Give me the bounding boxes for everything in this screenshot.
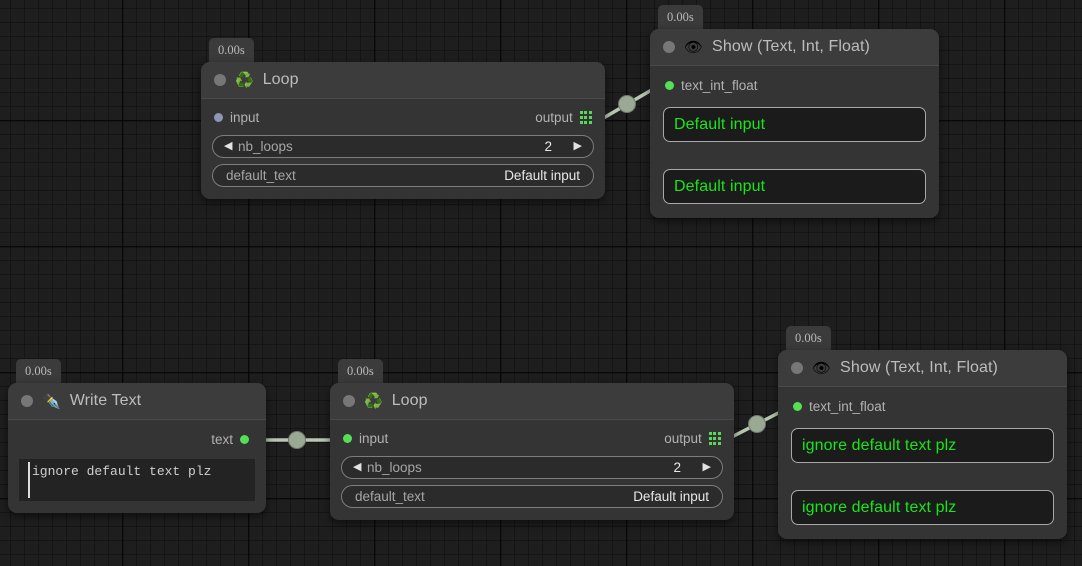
node-title: Loop xyxy=(262,71,299,88)
collapse-dot[interactable] xyxy=(791,362,803,374)
port-label: text_int_float xyxy=(681,78,758,93)
widget-value[interactable]: Default input xyxy=(504,168,580,183)
widget-default-text[interactable]: default_text Default input xyxy=(212,164,594,187)
node-body[interactable]: ♻️ Loop input output ◀ nb_loops xyxy=(201,62,605,199)
collapse-dot[interactable] xyxy=(343,395,355,407)
input-port-text-int-float[interactable]: text_int_float xyxy=(793,399,886,414)
port-label: output xyxy=(535,110,573,125)
wire-handle-2 xyxy=(288,431,306,449)
node-timer-badge: 0.00s xyxy=(658,5,703,31)
text-cursor xyxy=(28,462,30,498)
node-content: input output ◀ nb_loops 2 ▶ default_text xyxy=(330,420,734,520)
node-timer-badge: 0.00s xyxy=(209,38,254,64)
wire-handle-3 xyxy=(748,415,766,433)
input-port-input[interactable]: input xyxy=(343,431,388,446)
chevron-right-icon[interactable]: ▶ xyxy=(702,461,711,473)
eye-icon: 👁 xyxy=(684,38,704,56)
input-port-text-int-float[interactable]: text_int_float xyxy=(665,78,758,93)
node-header[interactable]: 👁 Show (Text, Int, Float) xyxy=(778,350,1067,387)
widget-label: default_text xyxy=(226,168,296,183)
collapse-dot[interactable] xyxy=(21,395,33,407)
collapse-dot[interactable] xyxy=(663,41,675,53)
port-row: text_int_float xyxy=(663,76,926,97)
port-dot-icon[interactable] xyxy=(240,435,249,444)
node-title: Show (Text, Int, Float) xyxy=(840,359,998,376)
widget-nb-loops-stepper[interactable]: ◀ nb_loops 2 ▶ xyxy=(341,456,723,479)
widget-label: nb_loops xyxy=(238,139,293,154)
node-content: input output ◀ nb_loops 2 ▶ default_text xyxy=(201,99,605,199)
output-port-output[interactable]: output xyxy=(535,110,592,125)
widget-label: nb_loops xyxy=(367,460,422,475)
display-box: ignore default text plz xyxy=(791,428,1054,463)
fountain-pen-icon: ✒️ xyxy=(42,392,61,410)
port-dot-icon[interactable] xyxy=(343,434,352,443)
node-title: Loop xyxy=(391,392,428,409)
output-port-text[interactable]: text xyxy=(211,432,249,447)
port-row: text_int_float xyxy=(791,397,1054,418)
port-dot-icon[interactable] xyxy=(214,113,223,122)
collapse-dot[interactable] xyxy=(214,74,226,86)
output-port-output[interactable]: output xyxy=(664,431,721,446)
node-header[interactable]: ♻️ Loop xyxy=(330,383,734,420)
display-value: ignore default text plz xyxy=(802,498,957,516)
display-box: Default input xyxy=(663,107,926,142)
node-body[interactable]: ✒️ Write Text text ignore default text p… xyxy=(8,383,266,513)
node-content: text_int_float ignore default text plz i… xyxy=(778,387,1067,539)
node-content: text_int_float Default input Default inp… xyxy=(650,66,939,218)
node-header[interactable]: ♻️ Loop xyxy=(201,62,605,99)
port-dot-icon[interactable] xyxy=(793,402,802,411)
grid-icon[interactable] xyxy=(708,432,721,445)
display-value: Default input xyxy=(674,115,766,133)
node-content: text ignore default text plz xyxy=(8,420,266,513)
recycle-icon: ♻️ xyxy=(364,392,383,410)
port-label: text_int_float xyxy=(809,399,886,414)
port-label: input xyxy=(359,431,389,446)
display-box: ignore default text plz xyxy=(791,490,1054,525)
node-header[interactable]: 👁 Show (Text, Int, Float) xyxy=(650,29,939,66)
wire-loop1-to-show1 xyxy=(598,86,657,122)
port-row: text xyxy=(19,428,255,450)
text-editor-field[interactable]: ignore default text plz xyxy=(19,459,255,501)
node-body[interactable]: 👁 Show (Text, Int, Float) text_int_float… xyxy=(650,29,939,218)
node-title: Write Text xyxy=(69,392,142,409)
display-value: ignore default text plz xyxy=(802,436,957,454)
node-header[interactable]: ✒️ Write Text xyxy=(8,383,266,420)
recycle-icon: ♻️ xyxy=(235,71,254,89)
widget-label: default_text xyxy=(355,489,425,504)
node-timer-badge: 0.00s xyxy=(16,359,61,385)
display-box: Default input xyxy=(663,169,926,204)
widget-value[interactable]: 2 xyxy=(544,139,552,154)
eye-icon: 👁 xyxy=(812,359,832,377)
widget-nb-loops-stepper[interactable]: ◀ nb_loops 2 ▶ xyxy=(212,135,594,158)
chevron-left-icon[interactable]: ◀ xyxy=(353,461,362,473)
input-port-input[interactable]: input xyxy=(214,110,259,125)
node-body[interactable]: ♻️ Loop input output ◀ nb_loops xyxy=(330,383,734,520)
port-row: input output xyxy=(341,429,723,450)
grid-icon[interactable] xyxy=(579,111,592,124)
wire-handle-1 xyxy=(618,95,636,113)
port-label: input xyxy=(230,110,260,125)
port-label: output xyxy=(664,431,702,446)
widget-value[interactable]: Default input xyxy=(633,489,709,504)
node-body[interactable]: 👁 Show (Text, Int, Float) text_int_float… xyxy=(778,350,1067,539)
node-title: Show (Text, Int, Float) xyxy=(712,38,870,55)
widget-value[interactable]: 2 xyxy=(673,460,681,475)
text-editor-value[interactable]: ignore default text plz xyxy=(32,464,212,479)
port-dot-icon[interactable] xyxy=(665,81,674,90)
node-timer-badge: 0.00s xyxy=(338,359,383,385)
widget-default-text[interactable]: default_text Default input xyxy=(341,485,723,508)
port-label: text xyxy=(211,432,233,447)
display-value: Default input xyxy=(674,177,766,195)
node-timer-badge: 0.00s xyxy=(786,326,831,352)
chevron-left-icon[interactable]: ◀ xyxy=(224,140,233,152)
port-row: input output xyxy=(212,108,594,129)
chevron-right-icon[interactable]: ▶ xyxy=(573,140,582,152)
